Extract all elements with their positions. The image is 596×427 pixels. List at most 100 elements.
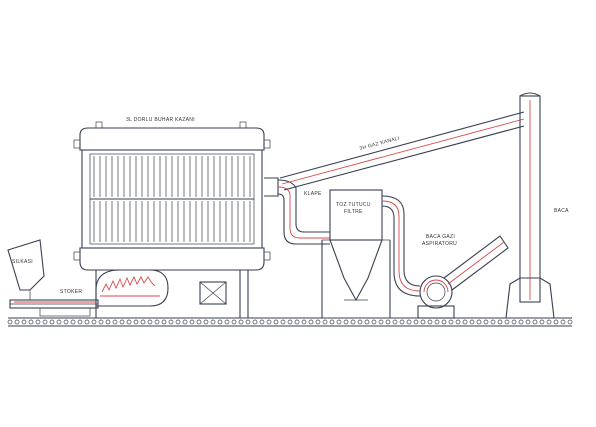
ground-hatch-mark: [350, 319, 356, 325]
stoker-label: STOKER: [60, 289, 82, 295]
ground-hatch-mark: [427, 319, 433, 325]
ground-hatch-mark: [385, 319, 391, 325]
ground-hatch-mark: [455, 319, 461, 325]
chimney: BACA: [505, 92, 569, 319]
ground-hatch-mark: [322, 319, 328, 325]
ground-hatch-mark: [133, 319, 139, 325]
ground-hatch-mark: [210, 319, 216, 325]
ground-hatch-mark: [413, 319, 419, 325]
ground-hatch-mark: [28, 319, 34, 325]
ground-hatch-mark: [336, 319, 342, 325]
ground-hatch-mark: [434, 319, 440, 325]
ground-hatch-mark: [287, 319, 293, 325]
ground-hatch-mark: [392, 319, 398, 325]
hopper-label: SILKASI: [12, 259, 33, 265]
filter-label-line2: FILTRE: [344, 209, 363, 215]
ground-hatch-mark: [147, 319, 153, 325]
ground-hatch-mark: [14, 319, 20, 325]
ground-hatch-mark: [490, 319, 496, 325]
ground-hatch-mark: [140, 319, 146, 325]
ground-hatch-mark: [518, 319, 524, 325]
ground-hatch-mark: [378, 319, 384, 325]
ground-hatch-mark: [182, 319, 188, 325]
ground-hatch-mark: [91, 319, 97, 325]
ground-hatch-mark: [98, 319, 104, 325]
steam-boiler: 3L DORLU BUHAR KAZANI: [73, 117, 271, 318]
chimney-label: BACA: [554, 208, 569, 214]
ground-hatch-mark: [357, 319, 363, 325]
ground-hatch-mark: [560, 319, 566, 325]
ground-hatch-mark: [294, 319, 300, 325]
ground-hatch-mark: [511, 319, 517, 325]
ground-hatch-mark: [504, 319, 510, 325]
ground-hatch-mark: [161, 319, 167, 325]
induced-draft-fan: BACA GAZI ASPIRATORU: [417, 234, 509, 319]
ground-hatch-mark: [539, 319, 545, 325]
ground-hatch-mark: [63, 319, 69, 325]
ground-hatch-mark: [259, 319, 265, 325]
ground-hatch-mark: [42, 319, 48, 325]
ground-hatch-mark: [56, 319, 62, 325]
ground-hatch-mark: [371, 319, 377, 325]
ground-hatch-mark: [84, 319, 90, 325]
ground-hatch-mark: [448, 319, 454, 325]
furnace: [95, 269, 169, 307]
ground-hatch-mark: [525, 319, 531, 325]
ground-hatch-mark: [252, 319, 258, 325]
coal-hopper: SILKASI: [7, 239, 45, 300]
ground-hatch-mark: [238, 319, 244, 325]
ground-hatch-mark: [175, 319, 181, 325]
ground-hatch-mark: [35, 319, 41, 325]
ground-hatch-mark: [308, 319, 314, 325]
ground-hatch-mark: [21, 319, 27, 325]
ground-hatch-mark: [406, 319, 412, 325]
dust-filter: TOZ TUTUCU FILTRE: [321, 189, 391, 318]
flue-channel: 3H GAZ KANALI: [279, 111, 525, 191]
ground-hatch-mark: [441, 319, 447, 325]
ground-hatch-mark: [329, 319, 335, 325]
ground-hatch-mark: [217, 319, 223, 325]
flue-channel-label: 3H GAZ KANALI: [359, 135, 400, 151]
ground-hatch-mark: [245, 319, 251, 325]
ground-hatch-mark: [399, 319, 405, 325]
ground-hatch-mark: [497, 319, 503, 325]
ground-hatch-mark: [546, 319, 552, 325]
ground-hatch-mark: [420, 319, 426, 325]
filter-label-line1: TOZ TUTUCU: [336, 202, 371, 208]
ground-hatch-mark: [315, 319, 321, 325]
ground-hatch-mark: [273, 319, 279, 325]
valve-label: KLAPE: [304, 191, 322, 197]
ground-hatch-mark: [224, 319, 230, 325]
ground-hatch-mark: [7, 319, 13, 325]
flue-gas-duct: KLAPE: [264, 177, 330, 245]
ground-hatch-mark: [343, 319, 349, 325]
fan-label-line1: BACA GAZI: [426, 234, 455, 240]
ground-hatch-mark: [154, 319, 160, 325]
ground-hatch-mark: [483, 319, 489, 325]
ground-hatch-mark: [77, 319, 83, 325]
ground-hatch-mark: [196, 319, 202, 325]
ground-hatch-mark: [203, 319, 209, 325]
ground-hatch-mark: [462, 319, 468, 325]
filter-to-fan-duct: [381, 195, 421, 297]
ground-hatch-mark: [112, 319, 118, 325]
ground-foundation: [7, 317, 573, 327]
ground-hatch-mark: [266, 319, 272, 325]
ground-hatch-mark: [49, 319, 55, 325]
fire-tube-bank: [93, 156, 251, 242]
ground-hatch-mark: [567, 319, 573, 325]
ground-hatch-mark: [168, 319, 174, 325]
ground-hatch-mark: [280, 319, 286, 325]
ground-hatch-mark: [476, 319, 482, 325]
boiler-title-label: 3L DORLU BUHAR KAZANI: [126, 117, 195, 123]
ground-hatch-mark: [189, 319, 195, 325]
ground-hatch-mark: [119, 319, 125, 325]
fan-label-line2: ASPIRATORU: [422, 241, 457, 247]
ground-hatch-mark: [105, 319, 111, 325]
ground-hatch-mark: [553, 319, 559, 325]
ground-hatch-mark: [532, 319, 538, 325]
ground-hatch-mark: [126, 319, 132, 325]
ground-hatch-mark: [231, 319, 237, 325]
ground-hatch-mark: [70, 319, 76, 325]
